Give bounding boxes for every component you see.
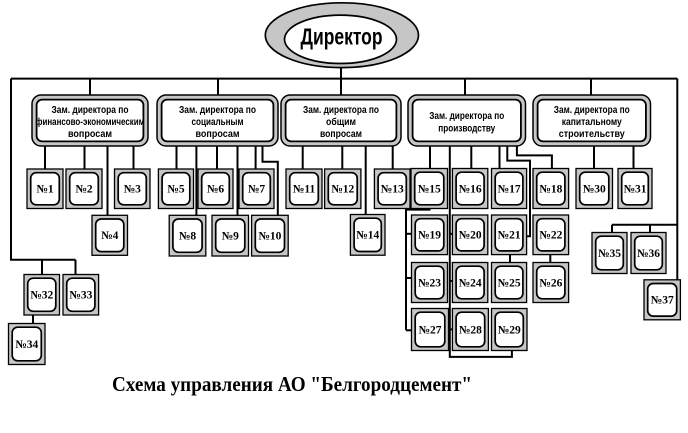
- svg-text:Директор: Директор: [301, 23, 383, 49]
- svg-text:№33: №33: [69, 290, 92, 302]
- svg-text:Зам. директора по: Зам. директора по: [554, 105, 630, 116]
- svg-text:№21: №21: [498, 230, 521, 242]
- svg-text:вопросам: вопросам: [320, 129, 362, 140]
- svg-text:№2: №2: [75, 184, 93, 196]
- svg-text:общим: общим: [326, 116, 356, 128]
- svg-text:№32: №32: [30, 290, 53, 302]
- svg-text:№18: №18: [539, 183, 562, 195]
- svg-text:социальным: социальным: [192, 117, 244, 128]
- svg-text:производству: производству: [438, 124, 495, 135]
- svg-text:№25: №25: [498, 277, 521, 289]
- svg-text:№15: №15: [418, 183, 441, 195]
- svg-text:№9: №9: [222, 230, 240, 242]
- svg-text:№6: №6: [207, 184, 225, 196]
- svg-text:капитальному: капитальному: [562, 117, 622, 128]
- svg-text:Зам. директора по: Зам. директора по: [52, 105, 129, 116]
- svg-text:№37: №37: [651, 295, 674, 307]
- svg-text:№19: №19: [418, 230, 441, 242]
- svg-text:№7: №7: [248, 184, 266, 196]
- svg-text:№28: №28: [459, 324, 482, 336]
- svg-text:№11: №11: [293, 184, 316, 196]
- svg-text:№16: №16: [459, 183, 482, 195]
- svg-text:№14: №14: [356, 230, 379, 242]
- svg-text:№31: №31: [623, 183, 646, 195]
- svg-text:№1: №1: [36, 184, 54, 196]
- svg-text:Зам. директора по: Зам. директора по: [303, 105, 379, 116]
- svg-text:№34: №34: [15, 339, 38, 351]
- svg-text:строительству: строительству: [559, 129, 625, 140]
- svg-text:Схема управления АО "Белгородц: Схема управления АО "Белгородцемент": [112, 372, 472, 396]
- svg-text:вопросам: вопросам: [68, 129, 112, 140]
- svg-text:№5: №5: [167, 184, 185, 196]
- svg-text:№10: №10: [258, 230, 281, 242]
- svg-text:№3: №3: [124, 184, 142, 196]
- svg-text:№29: №29: [498, 324, 521, 336]
- svg-text:финансово-экономическим: финансово-экономическим: [36, 116, 145, 128]
- svg-text:№20: №20: [459, 230, 482, 242]
- svg-text:№13: №13: [381, 184, 404, 196]
- svg-text:№30: №30: [583, 183, 606, 195]
- svg-text:№4: №4: [101, 230, 119, 242]
- svg-text:№22: №22: [539, 230, 562, 242]
- svg-text:Зам. директора по: Зам. директора по: [179, 105, 256, 116]
- svg-text:№12: №12: [331, 184, 354, 196]
- svg-text:№27: №27: [418, 324, 441, 336]
- svg-text:№17: №17: [498, 183, 521, 195]
- svg-text:№26: №26: [539, 277, 562, 289]
- svg-text:№36: №36: [637, 248, 660, 260]
- svg-text:№35: №35: [598, 248, 621, 260]
- svg-text:вопросам: вопросам: [196, 129, 240, 140]
- svg-text:№23: №23: [418, 277, 441, 289]
- svg-text:№24: №24: [459, 277, 482, 289]
- svg-text:№8: №8: [179, 230, 197, 242]
- svg-text:Зам. директора по: Зам. директора по: [429, 111, 504, 122]
